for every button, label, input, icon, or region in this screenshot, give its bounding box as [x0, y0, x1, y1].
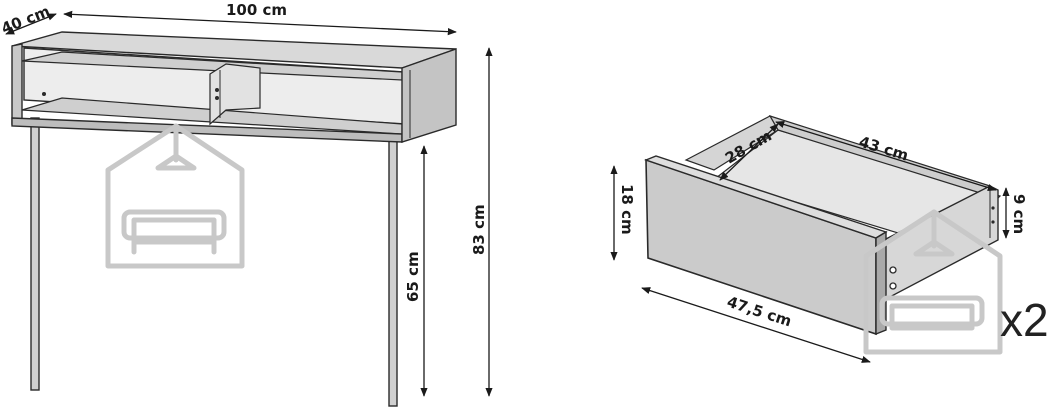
drawer-front-height-label: 18 cm [618, 184, 636, 235]
house-sofa-watermark-icon [863, 209, 1003, 355]
console-leg-left [30, 117, 40, 391]
drawer [643, 114, 1002, 336]
console-total-height-label: 83 cm [470, 204, 488, 255]
console-right-side-panel [401, 48, 457, 143]
drawer-quantity-label: x2 [1000, 294, 1049, 346]
console-leg-right [388, 139, 398, 407]
drawer-side-height-label: 9 cm [1010, 194, 1028, 234]
console-middle-divider [209, 63, 261, 126]
house-sofa-watermark-icon [105, 123, 245, 269]
console-depth-label: 40 cm [0, 2, 52, 38]
console-leg-height-label: 65 cm [404, 251, 422, 302]
console-width-label: 100 cm [226, 1, 287, 19]
console-left-side-panel [11, 43, 23, 125]
console-table [11, 31, 457, 407]
